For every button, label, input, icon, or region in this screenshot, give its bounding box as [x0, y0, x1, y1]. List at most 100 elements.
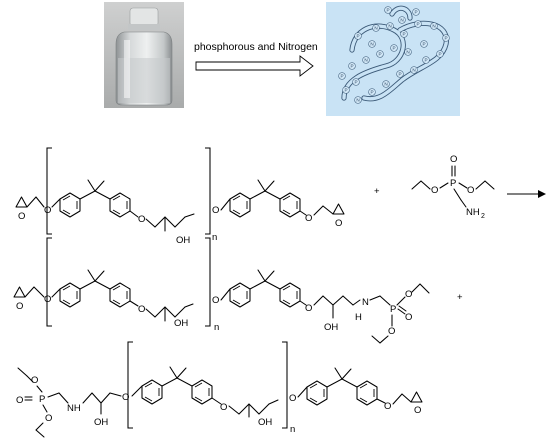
polymer-bead — [384, 6, 392, 14]
svg-text:P: P — [39, 394, 45, 405]
polymer-bead-label: N — [432, 24, 435, 29]
svg-text:OH: OH — [324, 322, 338, 333]
polymer-bead-label: N — [374, 26, 377, 31]
polymer-bead-label: P — [350, 64, 353, 69]
svg-text:O: O — [431, 185, 438, 196]
svg-text:OH: OH — [94, 417, 108, 428]
svg-text:OH: OH — [174, 318, 188, 329]
aminomethylphosphonate-reagent: O P O O NH 2 — [411, 154, 495, 220]
polymer-bead-label: N — [384, 82, 387, 87]
svg-text:O: O — [138, 304, 145, 315]
polymer-bead-label: N — [370, 42, 373, 47]
svg-text:O: O — [220, 402, 227, 413]
svg-text:N: N — [362, 297, 369, 308]
svg-text:O: O — [212, 205, 219, 216]
polymer-bead — [342, 86, 350, 94]
svg-text:O: O — [305, 303, 312, 314]
polymer-bead — [412, 8, 420, 16]
svg-text:n: n — [214, 322, 219, 333]
polymer-bead-label: P — [370, 90, 373, 95]
svg-text:O: O — [16, 395, 23, 406]
svg-text:NH: NH — [466, 207, 480, 218]
polymer-bead — [398, 16, 406, 24]
polymer-bead-label: P — [424, 58, 427, 63]
svg-text:O: O — [405, 289, 412, 300]
polymer-bead-label: P — [392, 46, 395, 51]
svg-text:O: O — [467, 185, 474, 196]
polymer-bead — [420, 40, 428, 48]
polymer-bead — [348, 62, 356, 70]
row2-mono-adduct: O O O OH n O — [13, 237, 430, 344]
svg-text:P: P — [450, 178, 456, 189]
polymer-bead-label: P — [438, 52, 441, 57]
svg-text:O: O — [45, 413, 52, 424]
polymer-bead — [396, 70, 404, 78]
polymer-bead — [430, 22, 438, 30]
polymer-bead-label: P — [398, 72, 401, 77]
row3-second-adduct: O P O O NH OH O O — [16, 341, 423, 438]
polymer-bead-label: N — [364, 58, 367, 63]
svg-text:n: n — [290, 424, 295, 435]
polymer-bead-label: P — [422, 42, 425, 47]
svg-text:O: O — [289, 393, 296, 404]
svg-text:O: O — [16, 301, 23, 312]
polymer-bead — [400, 30, 408, 38]
polymer-bead-label: P — [344, 88, 347, 93]
polymer-bead-label: N — [388, 24, 391, 29]
svg-text:O: O — [405, 312, 412, 323]
polymer-bead-label: P — [402, 32, 405, 37]
arrow-label-phosphorous-nitrogen: phosphorous and Nitrogen — [194, 41, 318, 53]
polymer-bead-label: P — [444, 36, 447, 41]
svg-text:O: O — [18, 211, 25, 222]
polymer-bead-label: N — [356, 98, 359, 103]
row1-dgeba-oligomer: O O O OH n O — [15, 147, 345, 246]
polymer-bead-label: P — [386, 8, 389, 13]
polymer-bead-label: P — [378, 52, 381, 57]
polymer-bead-label: N — [400, 18, 403, 23]
svg-text:O: O — [335, 218, 342, 229]
polymer-bead-label: N — [412, 68, 415, 73]
polymer-bead-label: P — [340, 74, 343, 79]
polymer-bead — [376, 50, 384, 58]
svg-text:O: O — [44, 205, 51, 216]
polymer-bead — [414, 20, 422, 28]
polymer-bead — [390, 44, 398, 52]
polymer-bead-label: P — [414, 10, 417, 15]
svg-text:O: O — [212, 295, 219, 306]
polymer-bead — [354, 96, 362, 104]
svg-text:O: O — [384, 401, 391, 412]
top-reaction-arrow — [195, 55, 314, 77]
polymer-bead — [368, 88, 376, 96]
polymer-bead-label: P — [416, 22, 419, 27]
polymer-bead — [338, 72, 346, 80]
svg-text:O: O — [44, 294, 51, 305]
svg-text:n: n — [212, 232, 217, 243]
polymer-bead — [442, 34, 450, 42]
svg-text:O: O — [450, 154, 457, 165]
polymer-bead — [436, 50, 444, 58]
polymer-bead — [362, 56, 370, 64]
polymer-bead — [352, 78, 360, 86]
svg-text:O: O — [414, 405, 421, 416]
plus-sign-1: + — [374, 186, 380, 197]
polymer-bead — [386, 22, 394, 30]
svg-text:NH: NH — [67, 403, 81, 414]
polymer-bead — [404, 48, 412, 56]
svg-text:P: P — [390, 304, 396, 315]
svg-text:OH: OH — [176, 235, 190, 246]
svg-text:O: O — [31, 375, 38, 386]
polymer-bead-label: P — [354, 80, 357, 85]
svg-text:O: O — [138, 214, 145, 225]
svg-text:2: 2 — [481, 213, 485, 220]
svg-text:O: O — [122, 392, 129, 403]
polymer-bead — [410, 66, 418, 74]
polymer-bead — [372, 24, 380, 32]
svg-text:OH: OH — [258, 417, 272, 428]
plus-sign-2: + — [457, 292, 463, 303]
polymer-bead-label: N — [406, 50, 409, 55]
polymer-bead — [368, 40, 376, 48]
polymer-bead-label: P — [356, 34, 359, 39]
polymer-bead — [382, 80, 390, 88]
